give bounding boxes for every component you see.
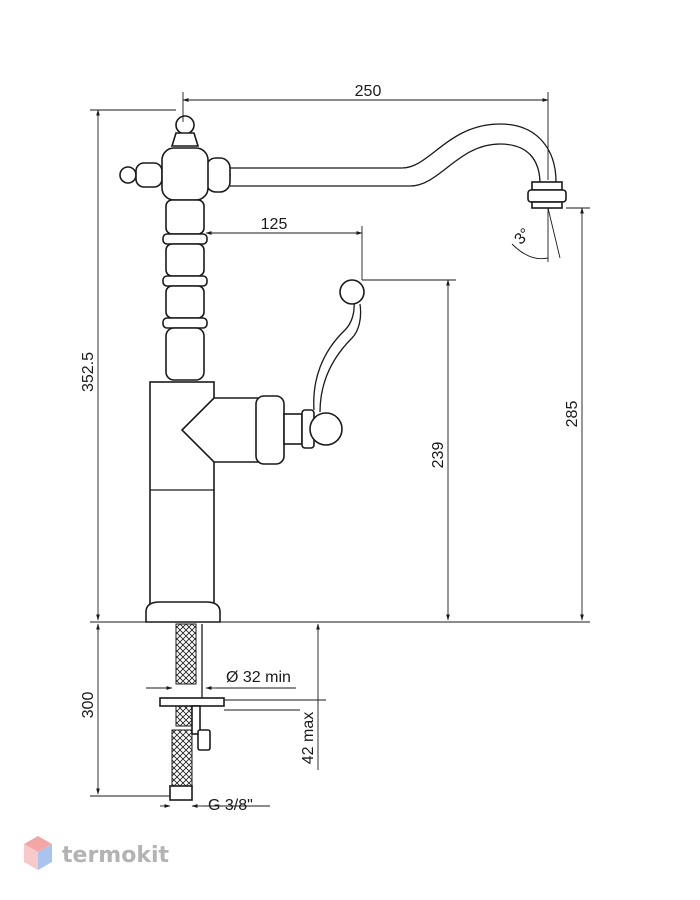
termokit-logo: termokit <box>24 836 169 870</box>
supply-hose <box>175 623 197 685</box>
dimension-lines <box>90 92 590 808</box>
dim-outlet-height: 285 <box>564 401 581 428</box>
mounting-plate <box>159 697 225 707</box>
faucet-outline <box>119 115 567 801</box>
cartridge-housing <box>180 397 259 463</box>
lever-ball <box>339 279 365 305</box>
lever-arm <box>313 301 355 411</box>
dim-hole-diameter: Ø 32 min <box>226 669 291 686</box>
dim-hose-length: 300 <box>80 692 97 719</box>
dim-max-thickness: 42 max <box>300 712 317 764</box>
cube-icon <box>24 836 52 870</box>
head-block <box>161 147 209 201</box>
dim-handle-offset: 125 <box>261 216 288 233</box>
lever-knob <box>309 412 343 446</box>
left-cap <box>119 166 137 184</box>
top-knob <box>175 115 195 135</box>
dim-handle-height: 239 <box>430 442 447 469</box>
base <box>145 601 221 623</box>
aerator <box>531 181 563 191</box>
spout-top <box>230 123 557 183</box>
dim-thread: G 3/8" <box>208 797 253 814</box>
watermark-brand: termokit <box>62 843 169 868</box>
dim-angle: 3° <box>511 225 534 248</box>
dim-spout-reach: 250 <box>355 83 382 100</box>
dim-total-height: 352.5 <box>80 352 97 392</box>
